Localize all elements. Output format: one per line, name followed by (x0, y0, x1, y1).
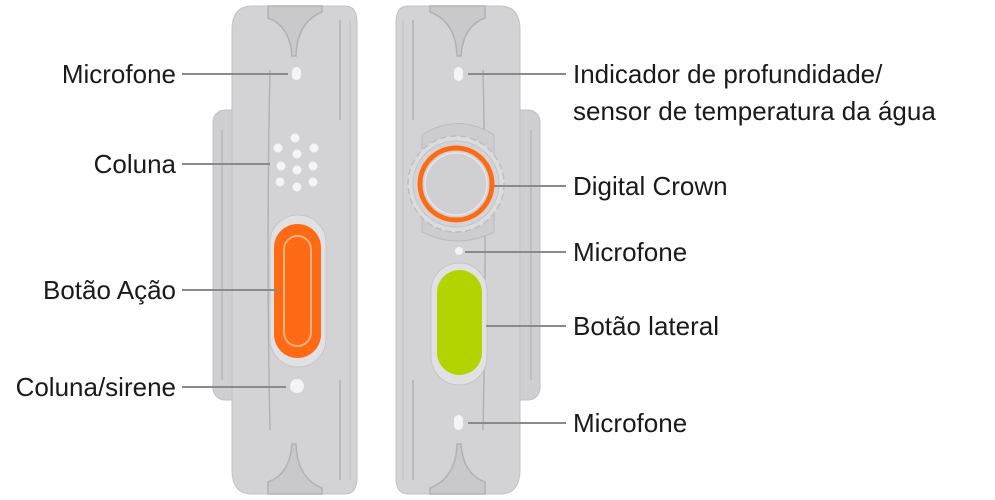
label-left-microphone: Microfone (62, 59, 176, 89)
left-microphone-port (292, 67, 301, 80)
right-watch-side (395, 5, 541, 495)
left-bottom-lug (267, 443, 323, 495)
leader-lines (182, 73, 566, 424)
side-button (437, 270, 482, 375)
label-right-microphone-upper: Microfone (573, 237, 687, 267)
right-microphone-upper-port (455, 247, 463, 255)
label-action-button: Botão Ação (43, 275, 176, 305)
left-groove-1 (267, 69, 271, 431)
label-digital-crown: Digital Crown (573, 171, 728, 201)
left-top-lug (267, 5, 323, 57)
label-side-button: Botão lateral (573, 311, 719, 341)
left-watch-side (212, 5, 358, 495)
siren-port (290, 379, 304, 393)
depth-gauge-port (454, 67, 463, 81)
digital-crown (407, 135, 505, 233)
label-depth-gauge-line1: Indicador de profundidade/ (573, 59, 883, 89)
speaker-grille (273, 133, 319, 192)
crown-orange-ring (417, 145, 495, 223)
label-speaker-siren: Coluna/sirene (16, 372, 176, 402)
action-button (274, 224, 321, 358)
right-bottom-lug (429, 443, 486, 495)
action-button-inset (283, 235, 312, 347)
right-groove-4 (482, 69, 486, 431)
label-right-microphone-lower: Microfone (573, 408, 687, 438)
label-depth-gauge-line2: sensor de temperatura da água (573, 96, 936, 126)
right-microphone-lower-port (454, 415, 463, 430)
right-top-lug (429, 5, 486, 57)
label-speaker: Coluna (94, 149, 177, 179)
